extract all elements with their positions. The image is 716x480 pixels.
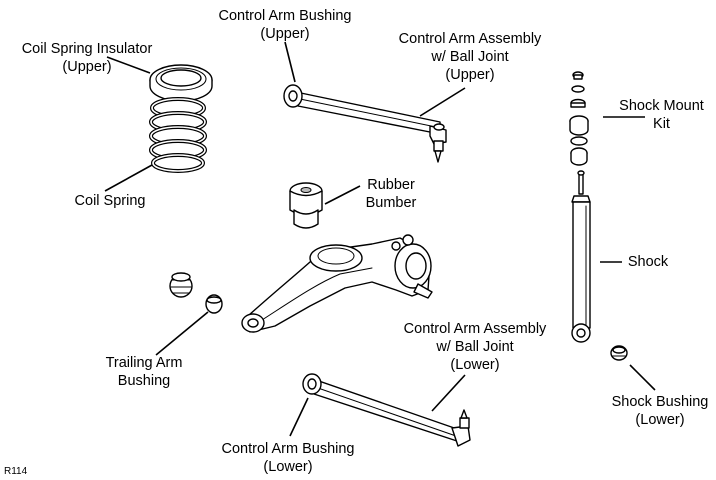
leader-control-arm-assembly-upper bbox=[419, 87, 466, 117]
leader-coil-spring bbox=[104, 164, 153, 192]
label-shock: Shock bbox=[620, 253, 676, 271]
label-line: Control Arm Assembly bbox=[403, 321, 547, 337]
label-line: w/ Ball Joint bbox=[436, 339, 514, 355]
shock-bushing-part bbox=[610, 345, 628, 361]
coil-spring-part bbox=[149, 97, 207, 173]
label-line: Coil Spring Insulator bbox=[21, 41, 153, 57]
label-line: Bumber bbox=[365, 195, 417, 211]
label-line: Kit bbox=[653, 116, 670, 132]
shock-mount-kit-part bbox=[569, 71, 589, 166]
label-line: (Upper) bbox=[260, 26, 310, 42]
leader-coil-spring-insulator bbox=[106, 56, 151, 74]
label-line: Rubber bbox=[367, 177, 415, 193]
label-line: Shock Mount bbox=[619, 98, 704, 114]
label-line: (Lower) bbox=[635, 412, 685, 428]
label-rubber-bumber: Rubber Bumber bbox=[356, 176, 426, 212]
label-line: Shock Bushing bbox=[611, 394, 709, 410]
leader-control-arm-assembly-lower bbox=[431, 374, 466, 412]
label-line: Control Arm Assembly bbox=[398, 31, 542, 47]
label-line: (Lower) bbox=[450, 357, 500, 373]
leader-shock-bushing-lower bbox=[629, 364, 656, 391]
label-control-arm-assembly-upper: Control Arm Assembly w/ Ball Joint (Uppe… bbox=[387, 30, 553, 84]
label-line: Bushing bbox=[117, 373, 171, 389]
label-line: (Upper) bbox=[62, 59, 112, 75]
label-control-arm-bushing-upper: Control Arm Bushing (Upper) bbox=[213, 7, 357, 43]
label-line: (Upper) bbox=[445, 67, 495, 83]
label-control-arm-bushing-lower: Control Arm Bushing (Lower) bbox=[215, 440, 361, 476]
leader-rubber-bumber bbox=[324, 185, 361, 205]
label-coil-spring: Coil Spring bbox=[60, 192, 160, 210]
label-control-arm-assembly-lower: Control Arm Assembly w/ Ball Joint (Lowe… bbox=[397, 320, 553, 374]
leader-lines bbox=[104, 41, 656, 437]
label-line: Control Arm Bushing bbox=[218, 8, 352, 24]
label-line: (Lower) bbox=[263, 459, 313, 475]
label-line: Shock bbox=[627, 254, 669, 270]
label-line: Coil Spring bbox=[74, 193, 146, 209]
trailing-arm-bushing-part bbox=[169, 272, 223, 314]
shock-absorber-part bbox=[571, 170, 591, 343]
leader-control-arm-bushing-upper bbox=[284, 41, 296, 83]
leader-control-arm-bushing-lower bbox=[289, 397, 309, 437]
rubber-bumper-part bbox=[289, 182, 323, 229]
label-line: Control Arm Bushing bbox=[221, 441, 355, 457]
label-shock-bushing-lower: Shock Bushing (Lower) bbox=[606, 393, 714, 429]
upper-control-arm-part bbox=[283, 84, 447, 163]
reference-code: R114 bbox=[4, 466, 28, 477]
lower-control-arm-part bbox=[302, 373, 471, 447]
label-coil-spring-insulator-upper: Coil Spring Insulator (Upper) bbox=[2, 40, 172, 76]
lower-trailing-arm-part bbox=[241, 234, 433, 333]
label-line: w/ Ball Joint bbox=[431, 49, 509, 65]
leader-trailing-arm-bushing bbox=[155, 311, 209, 356]
label-trailing-arm-bushing: Trailing Arm Bushing bbox=[98, 354, 190, 390]
label-shock-mount-kit: Shock Mount Kit bbox=[614, 97, 709, 133]
label-line: Trailing Arm bbox=[105, 355, 183, 371]
